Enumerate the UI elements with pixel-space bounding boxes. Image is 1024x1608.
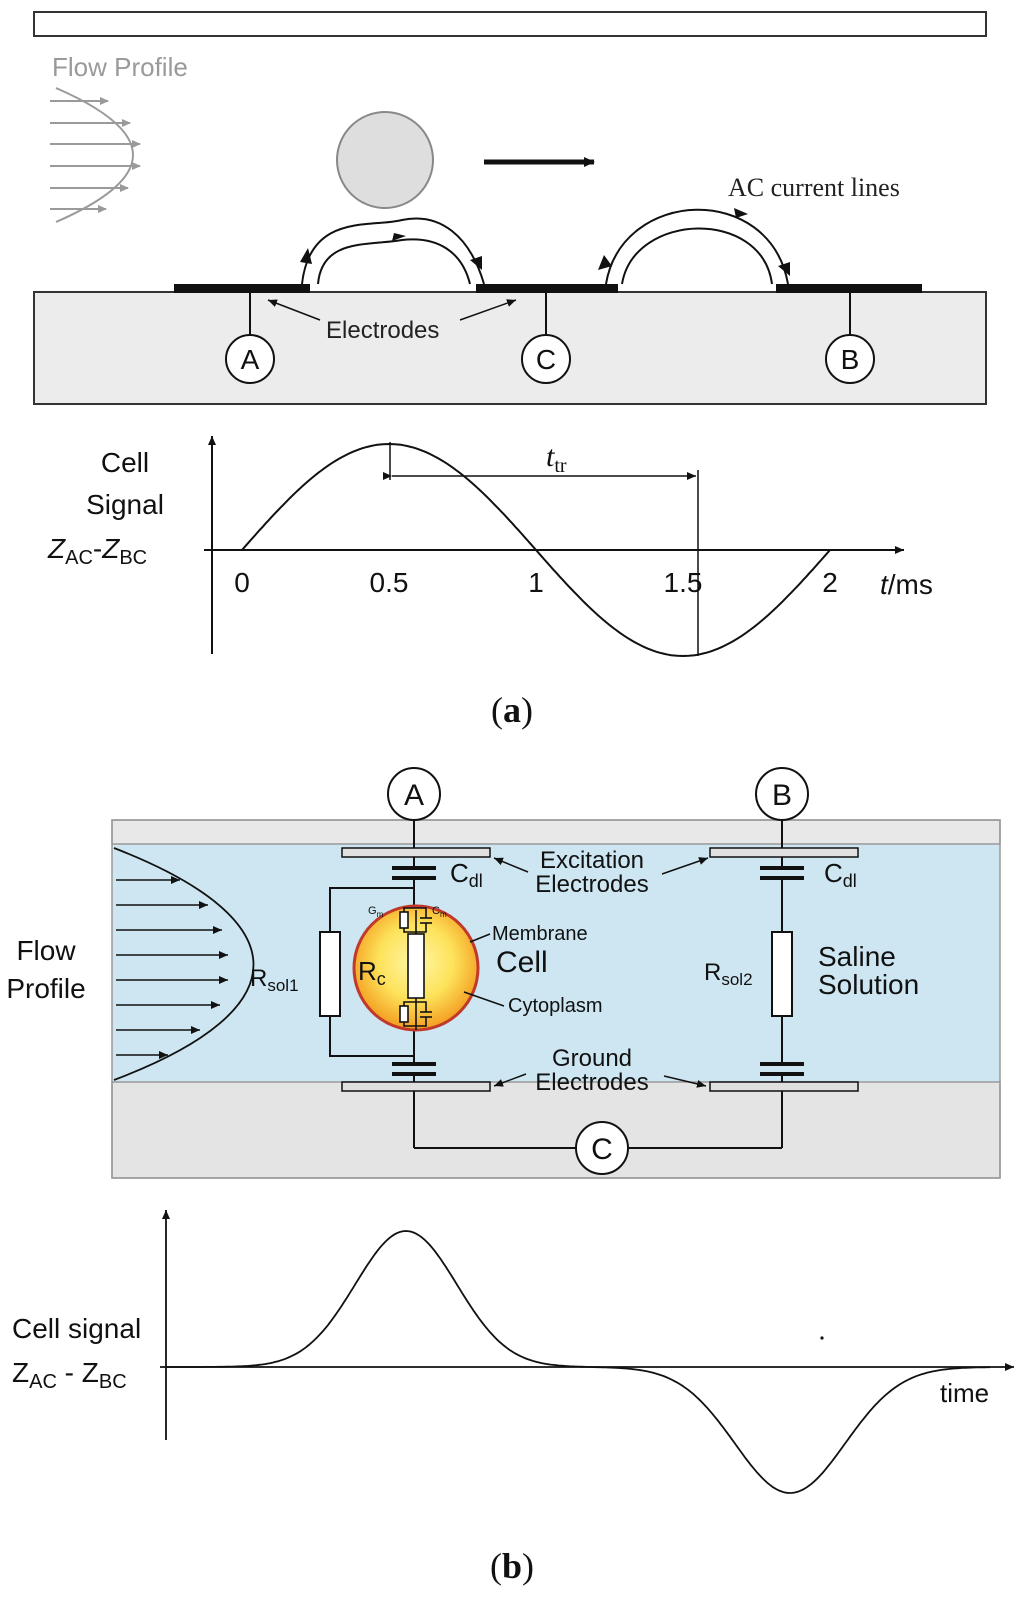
- channel-b: [112, 820, 1000, 1082]
- signal-label-b-line1: Cell signal: [12, 1313, 141, 1344]
- time-axis-label: time: [940, 1378, 989, 1408]
- x-tick-label: 2: [822, 567, 838, 598]
- signal-label-a-line1: Cell: [101, 447, 149, 478]
- cell-particle: [336, 111, 434, 209]
- terminal-c-circle: [521, 334, 571, 384]
- terminal-b-label: B: [841, 344, 860, 375]
- caption-b: (b): [490, 1546, 534, 1586]
- rsol1-label: Rsol1: [250, 965, 299, 995]
- flow-profile-b-line2: Profile: [6, 973, 85, 1004]
- substrate-a: [33, 291, 987, 405]
- terminal-a-circle: [225, 334, 275, 384]
- ground-electrode-right: [709, 1081, 859, 1092]
- cell-label: Cell: [496, 946, 548, 979]
- ground-label-line2: Electrodes: [535, 1069, 648, 1096]
- terminal-c-b-label: C: [591, 1133, 613, 1166]
- cytoplasm-label: Cytoplasm: [508, 995, 602, 1017]
- terminal-b-circle: [825, 334, 875, 384]
- flow-profile-label: Flow Profile: [52, 52, 188, 82]
- terminal-c-b-circle: [575, 1121, 629, 1175]
- excitation-label-line1: Excitation: [540, 847, 644, 874]
- excitation-label-line2: Electrodes: [535, 871, 648, 898]
- left-circuit: [319, 820, 436, 1148]
- gm-label: Gm: [368, 905, 384, 919]
- channel-frame-b: [111, 819, 1001, 1179]
- electrode-c-strip: [476, 284, 618, 293]
- panel-b: Flow Profile A B: [6, 767, 1014, 1586]
- terminal-c-label: C: [536, 344, 556, 375]
- signal-curve-a: [241, 442, 831, 658]
- saline-label-line2: Solution: [818, 969, 919, 1000]
- terminal-a-b-label: A: [404, 779, 424, 812]
- top-wall: [33, 11, 987, 37]
- t-tr-label: ttr: [546, 440, 567, 477]
- ground-electrode-left: [341, 1081, 491, 1092]
- x-tick-labels-a: 0 0.5 1 1.5 2: [234, 567, 838, 598]
- flow-profile-b: [113, 847, 255, 1081]
- ac-current-label: AC current lines: [728, 173, 900, 202]
- cdl-right-label: Cdl: [824, 858, 857, 891]
- signal-label-a-line3: ZAC-ZBC: [47, 533, 147, 569]
- stray-dot: [820, 1336, 824, 1340]
- x-tick-label: 0.5: [370, 567, 409, 598]
- x-tick-label: 1.5: [664, 567, 703, 598]
- flow-profile-b-line1: Flow: [16, 935, 76, 966]
- terminal-b-b-label: B: [772, 779, 792, 812]
- rsol2-label: Rsol2: [704, 959, 753, 989]
- ground-pointer-right: [663, 1075, 707, 1088]
- rc-label: Rc: [358, 956, 386, 989]
- cell-internal-circuit: [399, 907, 432, 1030]
- excitation-electrode-right: [709, 847, 859, 858]
- signal-curve-b: [166, 1230, 990, 1494]
- membrane-pointer: [469, 933, 491, 943]
- caption-a: (a): [491, 690, 533, 730]
- cdl-left-label: Cdl: [450, 858, 483, 891]
- ground-label-line1: Ground: [552, 1045, 632, 1072]
- signal-label-a-line2: Signal: [86, 489, 164, 520]
- excitation-electrode-left: [341, 847, 491, 858]
- x-axis-label-a: t/ms: [880, 569, 933, 600]
- electrodes-pointer-left: [267, 299, 321, 321]
- electrode-a-strip: [174, 284, 310, 293]
- excitation-pointer-left: [493, 857, 529, 873]
- signal-plot-a: ttr 0 0.5 1 1.5 2 t/ms Cell Signal ZAC-Z…: [47, 436, 933, 658]
- flow-profile-curve-b: [113, 847, 255, 1081]
- right-circuit: [414, 820, 804, 1149]
- electrodes-pointer-right: [459, 299, 517, 321]
- ac-current-lines: [301, 208, 789, 285]
- x-tick-label: 0: [234, 567, 250, 598]
- electrodes-label: Electrodes: [326, 317, 439, 344]
- excitation-pointer-right: [661, 857, 709, 875]
- electrode-b-strip: [776, 284, 922, 293]
- x-tick-label: 1: [528, 567, 544, 598]
- bottom-wall-b: [111, 1081, 1001, 1179]
- cytoplasm-pointer: [463, 991, 505, 1007]
- terminal-a-label: A: [241, 344, 260, 375]
- signal-plot-b: time Cell signal ZAC - ZBC: [12, 1210, 1014, 1494]
- top-wall-b: [111, 819, 1001, 845]
- current-arrowheads: [300, 208, 790, 276]
- signal-label-b-line2: ZAC - ZBC: [12, 1357, 127, 1393]
- flow-profile-a: Flow Profile: [50, 52, 188, 223]
- saline-label-line1: Saline: [818, 941, 896, 972]
- membrane-label: Membrane: [492, 923, 588, 945]
- panel-a: Flow Profile AC current lines: [33, 11, 987, 730]
- ground-pointer-left: [493, 1073, 527, 1087]
- flow-profile-curve: [55, 87, 134, 223]
- cm-label: Cm: [432, 905, 447, 919]
